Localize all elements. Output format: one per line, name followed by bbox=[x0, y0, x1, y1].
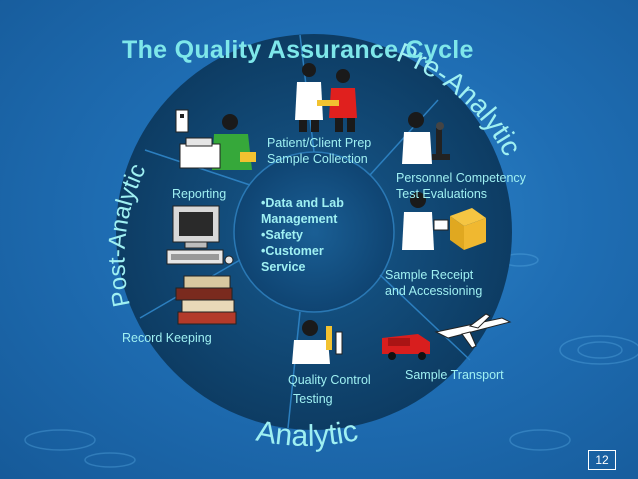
technician-testing-icon bbox=[292, 320, 343, 364]
center-focus-text: •Data and Lab Management •Safety •Custom… bbox=[261, 196, 344, 274]
slide-title: The Quality Assurance Cycle bbox=[122, 36, 474, 64]
phase-analytic: Analytic bbox=[254, 414, 361, 453]
step-personnel: Personnel Competency Test Evaluations bbox=[396, 171, 526, 201]
step-record-keeping: Record Keeping bbox=[122, 331, 212, 345]
step-qc: Quality Control Testing bbox=[288, 373, 371, 406]
book-stack-icon bbox=[175, 275, 237, 325]
step-transport: Sample Transport bbox=[405, 368, 504, 382]
page-number: 12 bbox=[588, 450, 616, 470]
scientist-microscope-icon bbox=[402, 112, 450, 164]
fax-operator-icon bbox=[175, 109, 256, 170]
step-reporting: Reporting bbox=[172, 187, 227, 201]
van-airplane-icon bbox=[382, 313, 512, 360]
step-patient-prep: Patient/Client Prep Sample Collection bbox=[267, 136, 372, 166]
step-receipt: Sample Receipt and Accessioning bbox=[385, 268, 483, 298]
lab-technicians-icon bbox=[295, 63, 357, 132]
scientist-box-icon bbox=[402, 192, 486, 250]
computer-icon bbox=[166, 205, 234, 265]
